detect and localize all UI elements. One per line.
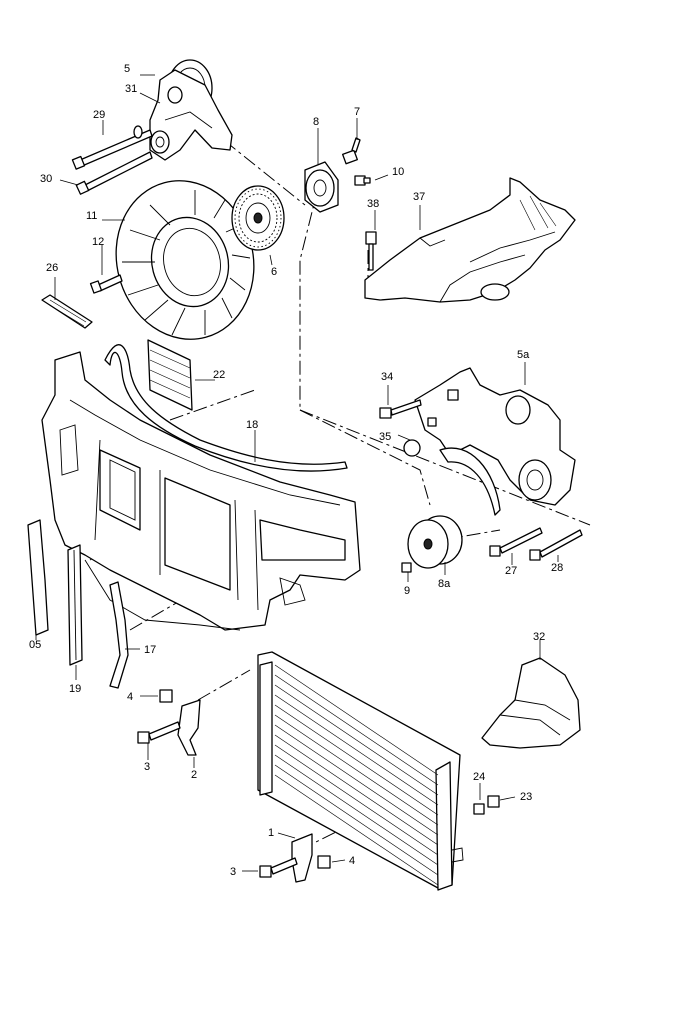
callout-8: 8 (313, 116, 319, 128)
callout-1: 1 (268, 827, 274, 839)
callout-3-upper: 3 (144, 761, 150, 773)
callout-28: 28 (551, 562, 563, 574)
callout-05: 05 (29, 639, 41, 651)
part-17-strip (109, 581, 129, 689)
callout-32: 32 (533, 631, 545, 643)
part-22-louvre (147, 339, 193, 411)
bolt-10 (354, 175, 371, 186)
bolt-27 (489, 527, 543, 557)
callout-30: 30 (40, 173, 52, 185)
callout-35: 35 (379, 431, 391, 443)
callout-3-lower: 3 (230, 866, 236, 878)
callout-7: 7 (354, 106, 360, 118)
callout-5a: 5a (517, 349, 530, 361)
part-5a-bracket (414, 367, 576, 516)
callout-9: 9 (404, 585, 410, 597)
bolt-28 (529, 529, 583, 561)
callout-labels: 5 31 29 30 11 12 26 8 7 10 37 38 6 22 34… (29, 63, 563, 878)
callout-37: 37 (413, 191, 425, 203)
part-24-clip (473, 803, 485, 815)
callout-5: 5 (124, 63, 130, 75)
nut-23 (487, 795, 500, 808)
part-37-cover (364, 177, 576, 303)
callout-26: 26 (46, 262, 58, 274)
part-8a-pulley (407, 515, 463, 569)
callout-24: 24 (473, 771, 485, 783)
leader-lines (35, 74, 559, 872)
callout-4-lower: 4 (349, 855, 355, 867)
callout-2: 2 (191, 769, 197, 781)
callout-17: 17 (144, 644, 156, 656)
part-4b-clip (317, 855, 331, 869)
washer-35 (403, 439, 421, 457)
lock-carrier-frame (41, 351, 361, 631)
callout-38: 38 (367, 198, 379, 210)
bolt-30 (75, 151, 153, 195)
callout-12: 12 (92, 236, 104, 248)
callout-27: 27 (505, 565, 517, 577)
part-4a-clip (159, 689, 173, 703)
part-05-strip (27, 519, 49, 636)
callout-29: 29 (93, 109, 105, 121)
bolt-3b (259, 857, 298, 878)
callout-11: 11 (86, 210, 97, 222)
bolt-3a (137, 721, 181, 744)
callout-23: 23 (520, 791, 532, 803)
screw-38 (365, 231, 377, 271)
screw-12 (89, 274, 123, 294)
bolt-7 (342, 137, 361, 165)
part-32-bracket (481, 657, 581, 749)
part-18-seal (104, 344, 348, 472)
callout-6: 6 (271, 266, 277, 278)
callout-19: 19 (69, 683, 81, 695)
callout-8a: 8a (438, 578, 451, 590)
bolt-34 (379, 399, 422, 419)
bolt-9 (401, 562, 412, 573)
callout-10: 10 (392, 166, 404, 178)
callout-34: 34 (381, 371, 393, 383)
callout-31: 31 (125, 83, 137, 95)
part-5-pulley-bracket (149, 59, 233, 161)
callout-18: 18 (246, 419, 258, 431)
part-8-hub (304, 161, 339, 213)
bolt-29 (71, 125, 153, 170)
part-6-coupling (231, 185, 285, 251)
callout-4-upper: 4 (127, 691, 133, 703)
part-19-strip (67, 544, 83, 666)
radiator (257, 651, 464, 891)
part-26-grille (41, 294, 93, 329)
callout-22: 22 (213, 369, 225, 381)
part-2-bracket (177, 699, 201, 756)
